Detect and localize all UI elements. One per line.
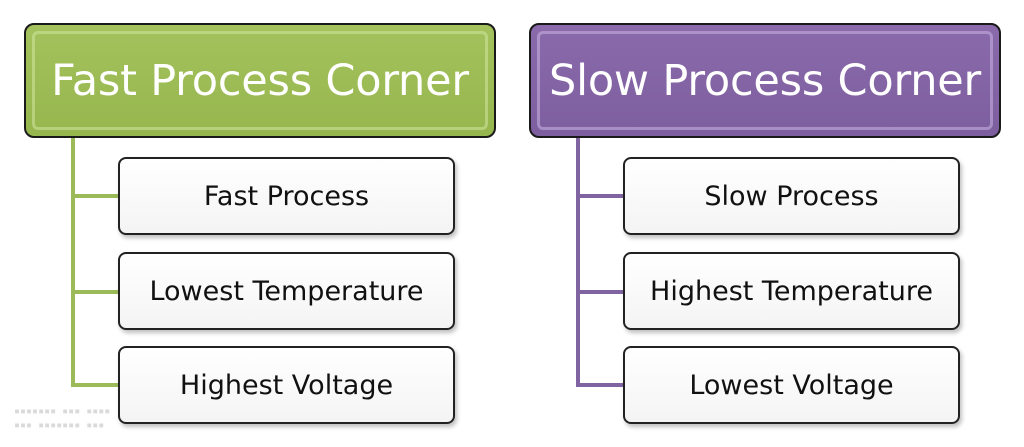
fast-item-3-label: Highest Voltage (179, 369, 394, 401)
fast-item-2-label: Lowest Temperature (149, 275, 424, 307)
fast-item-2: Lowest Temperature (118, 252, 455, 330)
fast-item-3: Highest Voltage (118, 346, 455, 424)
slow-header-title: Slow Process Corner (548, 55, 982, 106)
fast-process-corner-header: Fast Process Corner (24, 23, 496, 138)
watermark: ▪▪▪▪▪▪▪ ▪▪▪ ▪▪▪▪ ▪▪▪ ▪▪▪▪▪▪▪ ▪▪▪ (14, 406, 111, 431)
fast-header-title: Fast Process Corner (51, 55, 469, 106)
fast-connectors (71, 138, 119, 387)
slow-item-2-label: Highest Temperature (650, 275, 933, 307)
fast-item-1: Fast Process (118, 157, 455, 235)
slow-item-3: Lowest Voltage (623, 346, 960, 424)
fast-item-1-label: Fast Process (203, 180, 370, 212)
slow-item-3-label: Lowest Voltage (689, 369, 894, 401)
slow-connectors (576, 138, 624, 387)
slow-item-1: Slow Process (623, 157, 960, 235)
slow-item-1-label: Slow Process (704, 180, 879, 212)
slow-item-2: Highest Temperature (623, 252, 960, 330)
slow-process-corner-header: Slow Process Corner (529, 23, 1001, 138)
